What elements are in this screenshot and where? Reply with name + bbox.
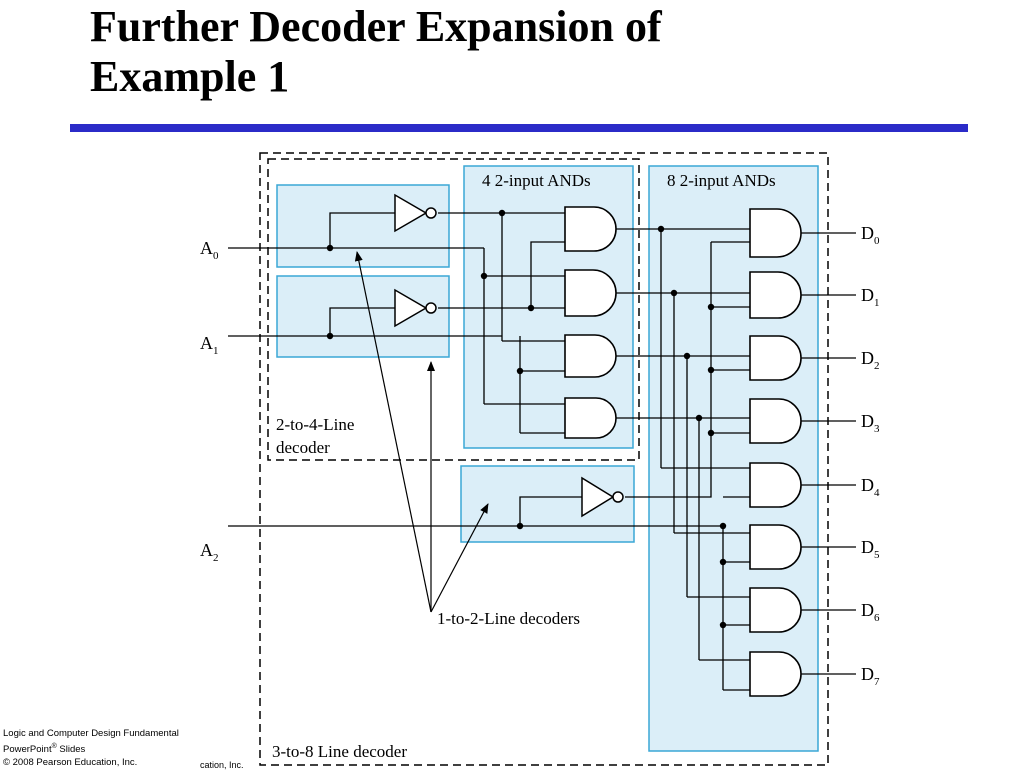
and-gate-stage2-5 xyxy=(749,524,802,570)
title-underline xyxy=(70,124,968,132)
footer-cutoff-text: cation, Inc. xyxy=(200,760,244,770)
inverter-a1-symbol xyxy=(394,288,437,328)
dec38-enclosure xyxy=(259,152,829,766)
title-line-1: Further Decoder Expansion of xyxy=(90,2,662,51)
footer-credits: Logic and Computer Design Fundamental Po… xyxy=(3,727,179,769)
and-gate-stage1-2 xyxy=(564,334,617,378)
wire-a0-to-inv xyxy=(329,212,395,248)
label-dec24-line1: 2-to-4-Line xyxy=(276,415,354,434)
input-label-a1: A1 xyxy=(200,333,219,357)
title-line-2: Example 1 xyxy=(90,52,290,101)
output-label-d7: D7 xyxy=(861,664,880,688)
inverter-a2-symbol xyxy=(581,476,624,518)
output-label-d5: D5 xyxy=(861,537,880,561)
label-four-and: 4 2-input ANDs xyxy=(482,171,591,190)
wire-a1-to-inv xyxy=(329,307,395,336)
label-dec38: 3-to-8 Line decoder xyxy=(272,742,407,761)
and-gate-stage2-1 xyxy=(749,271,802,319)
output-label-d2: D2 xyxy=(861,348,880,372)
wire-a2-to-inv xyxy=(519,496,582,526)
footer-line-2b: Slides xyxy=(56,744,86,756)
footer-line-2: PowerPoint® Slides xyxy=(3,740,179,756)
and-gate-stage2-0 xyxy=(749,208,802,258)
annotation-arrows xyxy=(354,251,489,613)
footer-line-1: Logic and Computer Design Fundamental xyxy=(3,728,179,739)
label-dec24-line2: decoder xyxy=(276,438,330,457)
label-eight-and: 8 2-input ANDs xyxy=(667,171,776,190)
and-gate-stage1-3 xyxy=(564,397,617,439)
and-gate-stage2-4 xyxy=(749,462,802,508)
junction-dots xyxy=(326,209,727,629)
footer-registered-mark: ® xyxy=(51,743,57,750)
dec12-a2-box xyxy=(460,465,635,543)
output-label-d1: D1 xyxy=(861,285,880,309)
output-label-d6: D6 xyxy=(861,600,880,624)
output-label-d3: D3 xyxy=(861,411,880,435)
dec12-a1-box xyxy=(276,275,450,358)
wire-a1-inv-out xyxy=(438,241,565,309)
and-gate-stage1-0 xyxy=(564,206,617,252)
input-label-a2: A2 xyxy=(200,540,219,564)
and-gate-stage2-3 xyxy=(749,398,802,444)
and-gate-stage2-2 xyxy=(749,335,802,381)
and-gate-stage2-6 xyxy=(749,587,802,633)
inverters xyxy=(394,193,624,518)
dec24-enclosure xyxy=(267,158,640,461)
eight-and-box xyxy=(648,165,819,752)
slide-title: Further Decoder Expansion of Example 1 xyxy=(90,2,990,102)
and-gate-stage2-7 xyxy=(749,651,802,697)
footer-line-2a: PowerPoint xyxy=(3,744,52,756)
inverter-a0-symbol xyxy=(394,193,437,233)
input-label-a0: A0 xyxy=(200,238,219,262)
label-dec12: 1-to-2-Line decoders xyxy=(437,609,580,628)
dec12-a0-box xyxy=(276,184,450,268)
output-label-d4: D4 xyxy=(861,475,880,499)
output-label-d0: D0 xyxy=(861,223,880,247)
and-gate-stage1-1 xyxy=(564,269,617,317)
and-gates xyxy=(564,206,802,697)
shaded-regions xyxy=(276,165,819,752)
wire-a2-inv-out xyxy=(625,242,712,498)
footer-line-3: © 2008 Pearson Education, Inc. xyxy=(3,757,138,769)
